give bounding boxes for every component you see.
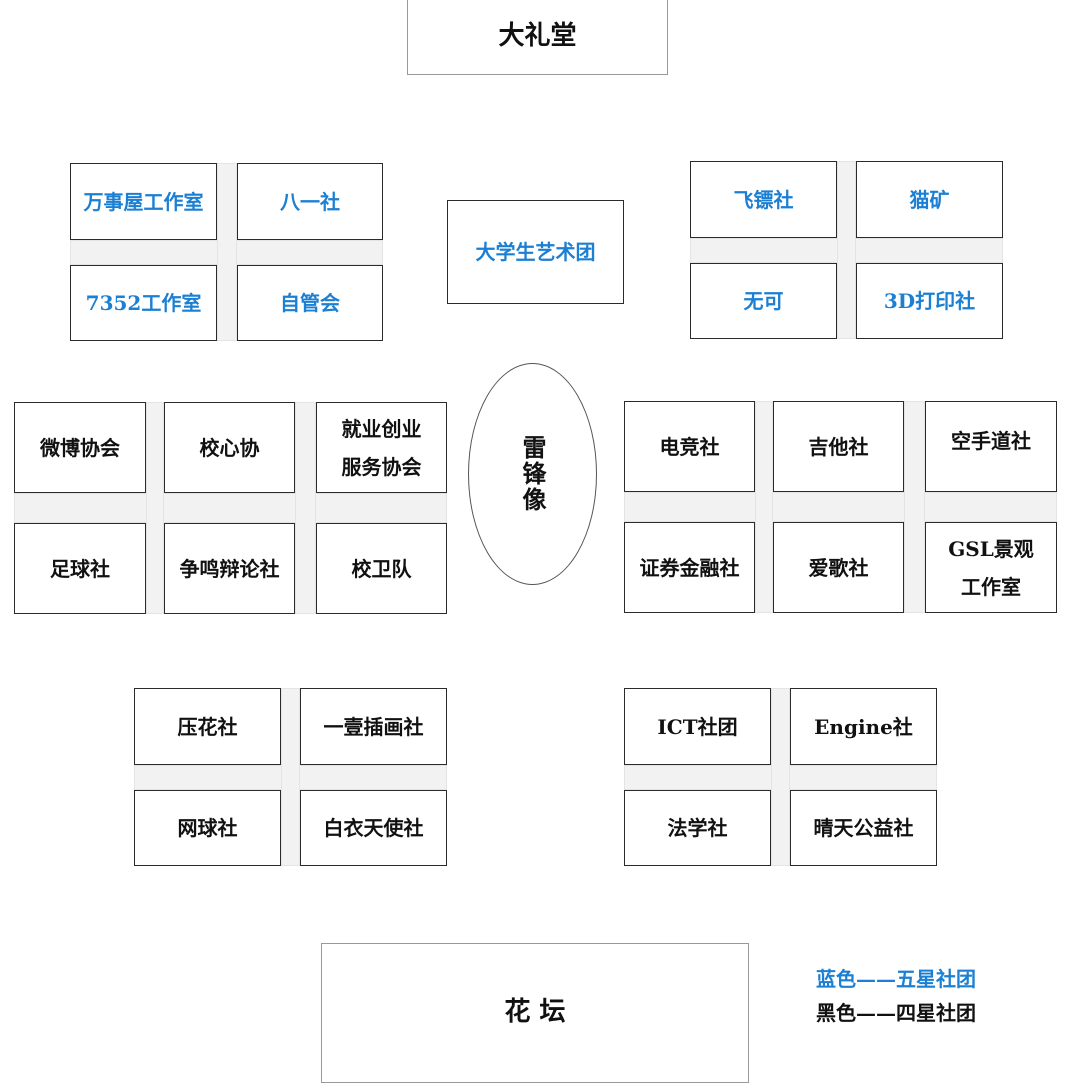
club-box: Engine社 — [790, 688, 937, 765]
club-name: 猫矿 — [909, 187, 950, 212]
flower-bed-label: 花 坛 — [504, 997, 566, 1028]
club-box: 微博协会 — [14, 402, 146, 493]
club-name: 证券金融社 — [639, 555, 740, 580]
club-name: 法学社 — [667, 816, 728, 840]
club-box: 无可 — [690, 263, 837, 339]
club-name: 足球社 — [50, 556, 110, 581]
club-name-line1: 就业创业 — [341, 416, 422, 441]
flower-bed-box: 花 坛 — [321, 943, 749, 1083]
club-name: 7352工作室 — [85, 291, 202, 315]
club-name: 万事屋工作室 — [83, 189, 204, 214]
club-box: 足球社 — [14, 523, 146, 614]
club-box: 飞镖社 — [690, 161, 837, 238]
auditorium-label: 大礼堂 — [498, 20, 577, 51]
statue-ellipse: 雷锋像 — [468, 363, 597, 585]
club-box: 万事屋工作室 — [70, 163, 217, 240]
aisle — [904, 401, 925, 613]
club-box: 八一社 — [237, 163, 383, 240]
aisle — [624, 492, 1057, 522]
club-box-art-troupe: 大学生艺术团 — [447, 200, 624, 304]
club-name: 大学生艺术团 — [475, 240, 596, 264]
aisle — [146, 402, 164, 614]
club-box: 3D打印社 — [856, 263, 1003, 339]
club-name: 无可 — [743, 289, 784, 313]
club-box: 空手道社 — [925, 401, 1057, 492]
aisle — [14, 493, 447, 523]
club-name: ICT社团 — [657, 714, 738, 739]
club-name: 一壹插画社 — [323, 714, 424, 739]
aisle — [295, 402, 316, 614]
club-box: GSL景观 工作室 — [925, 522, 1057, 613]
club-box: 校卫队 — [316, 523, 447, 614]
club-name: 飞镖社 — [733, 187, 794, 212]
legend-four-star: 黑色——四星社团 — [816, 1001, 976, 1025]
club-name: 八一社 — [280, 189, 340, 214]
club-name: 微博协会 — [40, 435, 120, 460]
club-name: 网球社 — [177, 816, 238, 840]
aisle — [755, 401, 773, 613]
club-name: 争鸣辩论社 — [179, 556, 280, 581]
auditorium-box: 大礼堂 — [407, 0, 668, 75]
club-box: 一壹插画社 — [300, 688, 447, 765]
club-box: 就业创业 服务协会 — [316, 402, 447, 493]
club-box: ICT社团 — [624, 688, 771, 765]
club-name: 吉他社 — [808, 434, 869, 459]
aisle — [771, 688, 790, 866]
club-name: 校心协 — [199, 435, 260, 460]
club-name: 3D打印社 — [883, 289, 976, 313]
club-box: 吉他社 — [773, 401, 904, 492]
aisle — [217, 163, 237, 341]
club-box: 猫矿 — [856, 161, 1003, 238]
club-box: 白衣天使社 — [300, 790, 447, 866]
club-box: 争鸣辩论社 — [164, 523, 295, 614]
club-name-line2: 工作室 — [961, 574, 1021, 599]
club-box: 压花社 — [134, 688, 281, 765]
club-name: 空手道社 — [951, 429, 1031, 453]
aisle — [281, 688, 300, 866]
club-name: 晴天公益社 — [813, 816, 914, 840]
club-name: 自管会 — [280, 291, 340, 315]
club-name: 爱歌社 — [808, 555, 869, 580]
club-box: 校心协 — [164, 402, 295, 493]
club-name: 电竞社 — [659, 434, 720, 459]
club-name-line1: GSL景观 — [948, 536, 1034, 561]
club-name-line2: 服务协会 — [341, 454, 422, 479]
legend-five-star: 蓝色——五星社团 — [816, 967, 976, 991]
club-name: 校卫队 — [351, 556, 412, 581]
club-box: 爱歌社 — [773, 522, 904, 613]
club-name: 压花社 — [177, 714, 238, 739]
club-box: 证券金融社 — [624, 522, 755, 613]
club-box: 网球社 — [134, 790, 281, 866]
club-box: 法学社 — [624, 790, 771, 866]
club-name: 白衣天使社 — [323, 816, 424, 840]
club-box: 晴天公益社 — [790, 790, 937, 866]
club-box: 自管会 — [237, 265, 383, 341]
club-box: 电竞社 — [624, 401, 755, 492]
club-name: Engine社 — [814, 714, 913, 739]
statue-label: 雷锋像 — [518, 435, 547, 513]
club-box: 7352工作室 — [70, 265, 217, 341]
aisle — [837, 161, 856, 339]
